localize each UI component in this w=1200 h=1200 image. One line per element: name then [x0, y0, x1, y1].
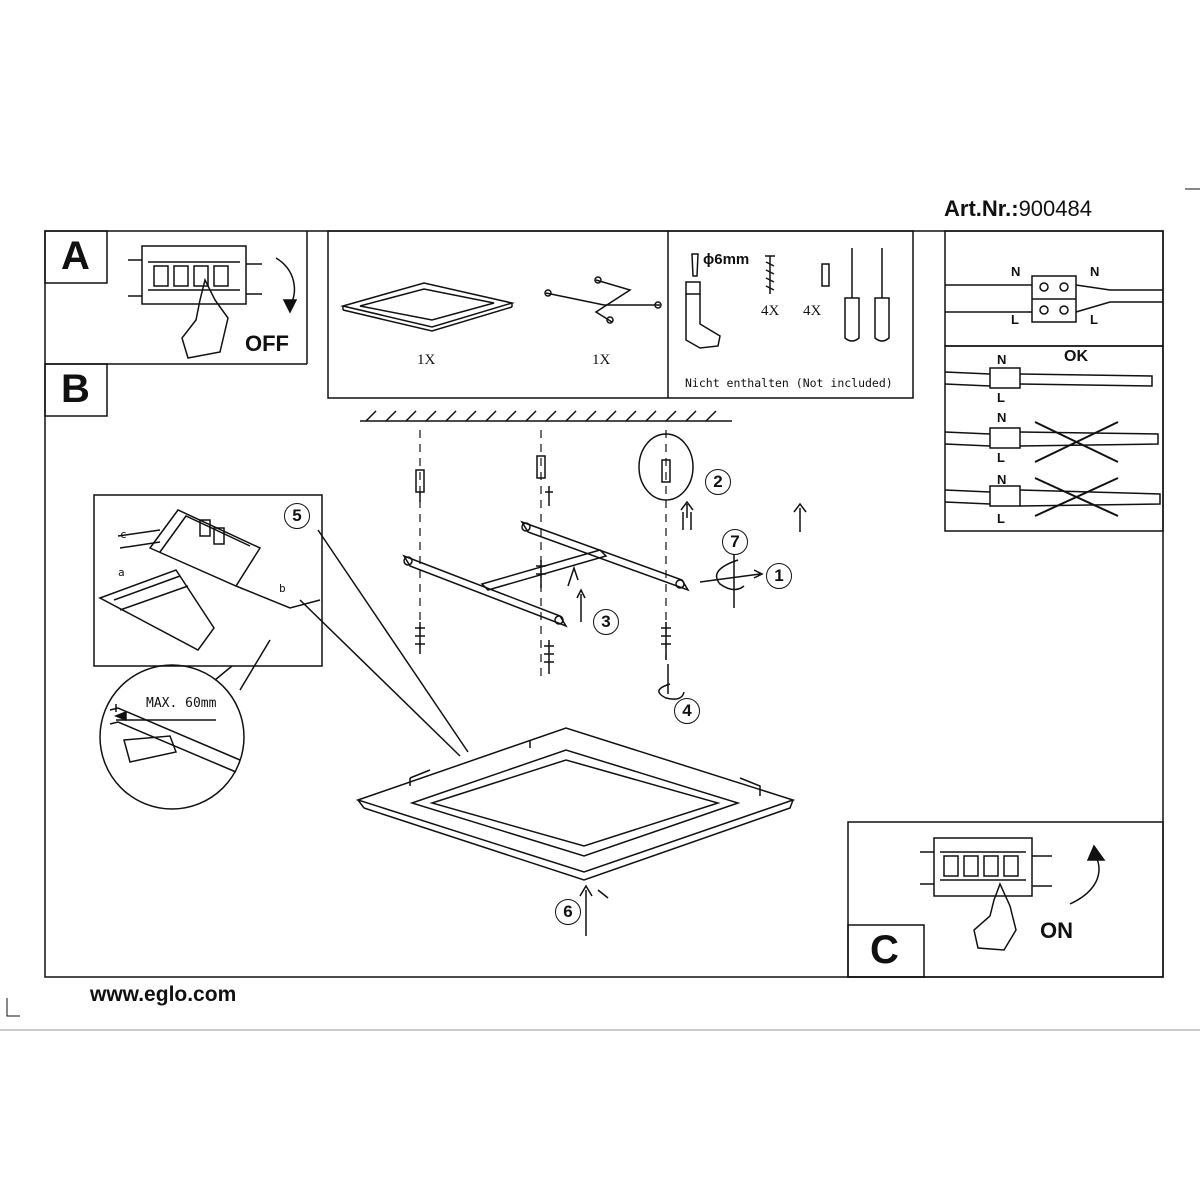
- wiring-box-bottom: [944, 345, 1164, 532]
- screw-quantity: 4X: [803, 303, 822, 319]
- plug-quantity: 4X: [761, 303, 780, 319]
- wall-plug-icon: [685, 253, 721, 349]
- section-c-state: ON: [1040, 918, 1073, 943]
- wire-wrong-icon: [944, 421, 1159, 463]
- step-4-marker: 4: [674, 698, 700, 724]
- screw-icon: [765, 255, 775, 294]
- drill-hole-guides: [419, 430, 667, 680]
- wire-n-label: N: [1011, 264, 1021, 279]
- dowel-icon: [821, 263, 830, 287]
- not-included-note: Nicht enthalten (Not included): [685, 376, 893, 390]
- step-3-marker: 3: [593, 609, 619, 635]
- terminal-block-icon: [920, 837, 1052, 897]
- detail-callout-ellipse: [638, 433, 694, 501]
- arrows-icon: [567, 500, 807, 700]
- step-6-arrow: [579, 884, 609, 936]
- step-5-marker: 5: [284, 503, 310, 529]
- hand-icon: [181, 277, 229, 359]
- wire-n-label: N: [997, 410, 1007, 425]
- cross-mark: [1034, 421, 1119, 463]
- wire-l-label: L: [997, 511, 1005, 526]
- screwdriver-icon: [874, 248, 890, 342]
- section-c-letter: C: [870, 928, 899, 972]
- clamp-step-b: b: [279, 582, 286, 595]
- contents-box: [327, 230, 914, 399]
- zoom-leader: [214, 529, 469, 757]
- cross-mark: [1034, 477, 1119, 517]
- section-a-state: OFF: [245, 331, 289, 356]
- bracket-quantity: 1X: [592, 352, 611, 368]
- ceiling-icon: [360, 410, 732, 422]
- rotate-arrow-icon: [1069, 855, 1100, 905]
- bracket-part-icon: [544, 276, 662, 324]
- wire-l-label: L: [997, 390, 1005, 405]
- website-link[interactable]: www.eglo.com: [90, 983, 237, 1006]
- max-strip-length: MAX. 60mm: [146, 696, 217, 711]
- panel-part-icon: [340, 282, 515, 332]
- arrowhead: [1086, 844, 1106, 861]
- connector-detail-icon: [98, 509, 321, 651]
- detail-5-box: [93, 494, 323, 667]
- corner-mark: [6, 998, 20, 1017]
- clamp-step-c: c: [120, 528, 127, 541]
- wire-l-label: L: [1090, 312, 1098, 327]
- section-b-letter: B: [61, 367, 90, 411]
- section-a-letter: A: [61, 234, 90, 278]
- ceiling-panel-icon: [355, 727, 796, 881]
- section-c-letter-box: [847, 924, 925, 978]
- wire-ok-icon: [944, 367, 1153, 389]
- cable-strip-icon: [109, 704, 241, 773]
- wiring-ok-label: OK: [1064, 348, 1088, 365]
- clamp-step-a: a: [118, 566, 125, 579]
- terminal-block-icon: [128, 245, 262, 305]
- wiring-box-top: [944, 230, 1164, 347]
- wire-n-label: N: [997, 352, 1007, 367]
- step-7-marker: 7: [722, 529, 748, 555]
- zoom-circle: [99, 664, 245, 810]
- mounting-bracket-icon: [402, 520, 690, 628]
- screwdriver-icon: [844, 248, 860, 342]
- rotate-arrow-icon: [275, 257, 296, 307]
- article-number: Art.Nr.:900484: [944, 196, 1092, 221]
- step-2-marker: 2: [705, 469, 731, 495]
- panel-quantity: 1X: [417, 352, 436, 368]
- arrowhead: [282, 299, 298, 314]
- drill-size: ϕ6mm: [703, 251, 750, 268]
- wire-n-label: N: [997, 472, 1007, 487]
- section-a-letter-box: [44, 230, 108, 284]
- section-b-letter-box: [44, 363, 108, 417]
- step-6-marker: 6: [555, 899, 581, 925]
- wire-l-label: L: [997, 450, 1005, 465]
- wire-l-label: L: [1011, 312, 1019, 327]
- terminal-connector-icon: [945, 275, 1163, 323]
- wire-n-label: N: [1090, 264, 1100, 279]
- section-c-box: [847, 821, 1164, 978]
- step-1-marker: 1: [766, 563, 792, 589]
- wall-plug-icon: [415, 455, 671, 502]
- screw-icon: [415, 486, 671, 674]
- wire-wrong-icon: [944, 477, 1161, 517]
- hand-icon: [973, 882, 1017, 951]
